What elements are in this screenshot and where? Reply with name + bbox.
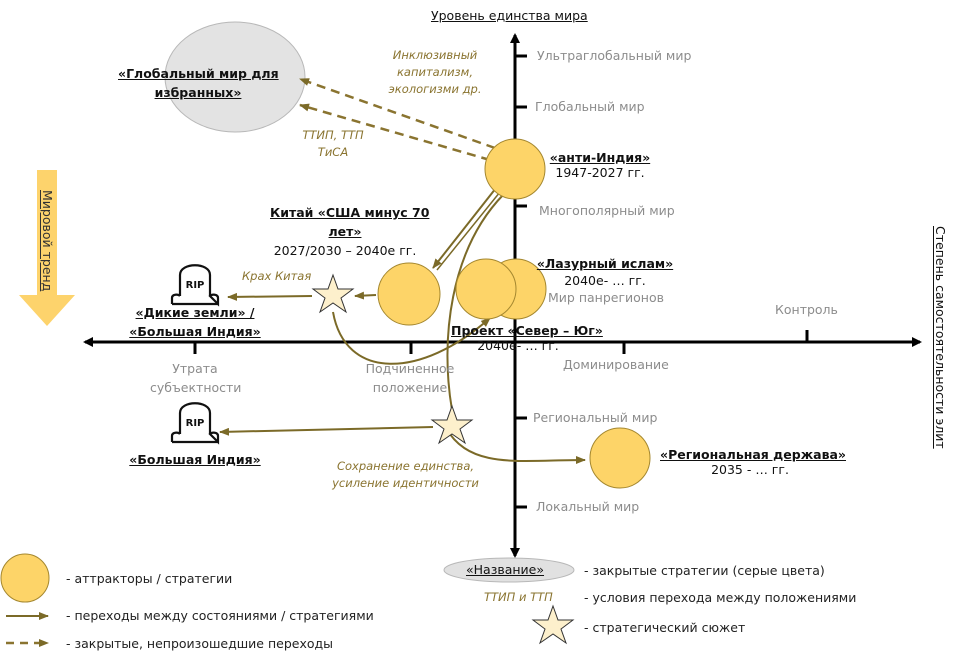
legend-attractor-icon [0,553,50,603]
anti-india-name: «анти-Индия» [549,150,651,165]
china-label: Китай «США минус 70 лет» 2027/2030 – 204… [270,203,430,260]
condition-inclusive: Инклюзивный капитализм, экологизми др. [385,47,485,98]
attractor-regional-power[interactable] [589,427,651,489]
x-tick-loss-of-agency: Утрата субъектности [150,359,242,397]
trend-label: Мировой тренд [40,190,55,292]
transition-anti-india-to-unity-star [446,194,504,411]
closed-strategy-label[interactable]: «Глобальный мир для избранных» [118,64,279,102]
north-south-dates: 2040е- … гг. [477,338,559,353]
closed-strategy-line1: «Глобальный мир для [118,66,279,81]
x-axis-ticks [193,330,809,354]
condition-china-crash: Крах Китая [242,269,312,283]
closed-transition-inclusive [299,77,496,150]
azure-islam-dates: 2040е- … гг. [564,273,646,288]
condition-inclusive-line2: капитализм, [396,65,473,79]
y-tick-regional: Региональный мир [533,410,658,425]
legend-conditions-text: - условия перехода между положениями [584,590,857,605]
anti-india-label: «анти-Индия» 1947-2027 гг. [545,150,655,180]
legend-closed-transitions-text: - закрытые, непроизошедшие переходы [66,636,334,651]
x-tick-control: Контроль [775,302,838,317]
transition-unity-to-great-india [219,426,434,436]
story-star-china-crash[interactable] [311,273,355,314]
closed-strategy-line2: избранных» [154,85,242,100]
wild-lands-label: «Дикие земли» / «Большая Индия» [125,303,265,341]
condition-unity: Сохранение единства, усиление идентичнос… [318,458,493,492]
legend-transitions-text: - переходы между состояниями / стратегия… [66,608,374,623]
legend-closed-strategy-sample: «Название» [466,562,545,577]
tombstone-icon-great-india [170,402,220,445]
story-star-unity[interactable] [430,404,474,445]
tombstone-text-wild-lands: RIP [186,280,205,291]
x-tick-subordinate-line1: Подчиненное [365,361,455,376]
china-name-line1: Китай «США минус 70 [270,205,430,220]
condition-ttip-line2: ТиСА [317,145,349,159]
legend-story-text: - стратегический сюжет [584,620,746,635]
anti-india-dates: 1947-2027 гг. [555,165,645,180]
x-tick-subordinate: Подчиненное положение [355,359,465,397]
condition-unity-line1: Сохранение единства, [336,459,475,473]
y-tick-ultraglobal: Ультраглобальный мир [537,48,692,63]
transition-china-to-star [354,291,377,300]
north-south-name: Проект «Север – Юг» [451,323,603,338]
attractor-anti-india[interactable] [484,138,546,200]
condition-ttip-line1: ТТИП, ТТП [302,128,364,142]
legend-conditions-sample: ТТИП и ТТП [484,590,553,604]
transition-anti-india-to-china [432,187,497,269]
condition-ttip: ТТИП, ТТП ТиСА [293,127,373,161]
y-axis-ticks [515,54,527,509]
regional-power-label: «Региональная держава» 2035 - … гг. [660,447,846,477]
transition-china-crash [227,292,313,301]
azure-islam-label: «Лазурный ислам» 2040е- … гг. [534,256,676,288]
azure-islam-name: «Лазурный ислам» [536,256,674,271]
legend-closed-strategy-icon [443,557,575,583]
world-trend-arrow [19,170,75,326]
legend-star-icon [531,604,575,645]
great-india-label: «Большая Индия» [129,452,261,467]
x-tick-subordinate-line2: положение [372,380,448,395]
x-tick-loss-line1: Утрата [172,361,218,376]
regional-power-dates: 2035 - … гг. [711,462,789,477]
north-south-label: Проект «Север – Юг» 2040е- … гг. [451,323,603,353]
transition-china-star-to-north-south [332,311,491,365]
wild-lands-name-line1: «Дикие земли» / [135,305,255,320]
closed-strategy-ellipse [164,21,306,133]
closed-transition-ttip [299,103,491,162]
y-tick-panregions: Мир панрегионов [548,290,664,305]
attractor-china[interactable] [377,262,441,326]
x-axis-title: Степень самостоятельности элит [933,226,948,449]
tombstone-text-great-india: RIP [186,418,205,429]
legend-attractors-text: - аттракторы / стратегии [66,571,233,586]
transition-star-to-regional-power [445,427,586,465]
x-tick-loss-line2: субъектности [150,380,242,395]
china-dates: 2027/2030 – 2040е гг. [273,243,417,258]
tombstone-icon-wild-lands [170,264,220,307]
regional-power-name: «Региональная держава» [660,447,846,462]
condition-inclusive-line1: Инклюзивный [392,48,478,62]
x-tick-domination: Доминирование [563,357,669,372]
china-name-line2: лет» [328,224,362,239]
y-tick-multipolar: Многополярный мир [539,203,675,218]
attractor-north-south[interactable] [455,258,517,320]
y-axis-title: Уровень единства мира [431,8,588,23]
y-tick-global: Глобальный мир [535,99,645,114]
condition-inclusive-line3: экологизми др. [388,82,482,96]
transition-anti-india-to-china-2 [436,191,501,271]
legend-closed-strategies-text: - закрытые стратегии (серые цвета) [584,563,825,578]
wild-lands-name-line2: «Большая Индия» [129,324,261,339]
condition-unity-line2: усиление идентичности [332,476,479,490]
y-tick-local: Локальный мир [536,499,640,514]
